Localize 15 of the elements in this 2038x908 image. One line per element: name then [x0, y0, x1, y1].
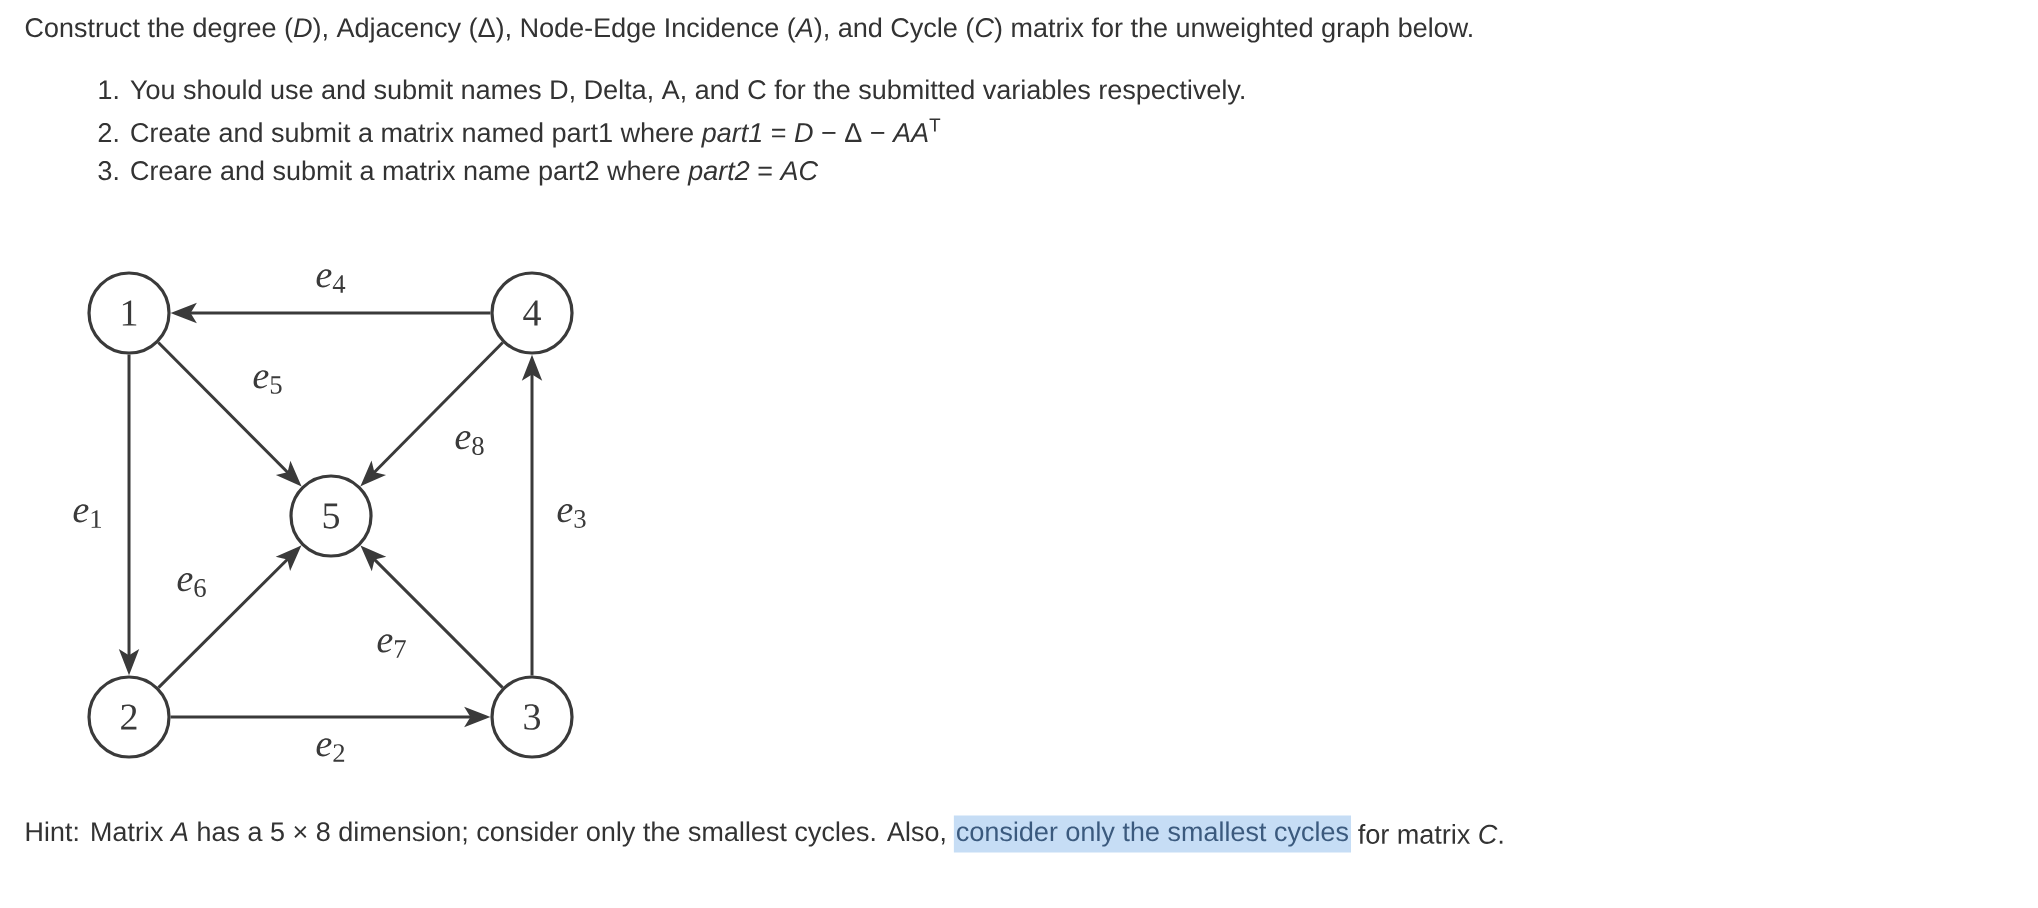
hint-text: for matrix C.: [1358, 824, 1503, 844]
highlighted-text: consider only the smallest cycles: [957, 821, 1348, 847]
edge-label: e$_{5}$: [253, 370, 282, 394]
instruction-text: 2. Create and submit a matrix named part1 where part1 = D − Δ − AA$^{T}$: [98, 118, 941, 148]
instruction-text: 1. You should use and submit names D, Delta, A, and C for the submitted variables respectively.: [99, 79, 1244, 105]
edge-label: e$_{6}$: [177, 573, 206, 597]
edge-label: e$_{3}$: [557, 504, 586, 528]
instruction-text: 3. Creare and submit a matrix name part2 where part2 = AC: [98, 160, 819, 186]
edge-label: e$_{8}$: [455, 431, 484, 455]
edge-label: e$_{4}$: [316, 269, 346, 293]
hint-text: Hint: Matrix A has a 5 × 8 dimension; consider only the smallest cycles. Also,: [26, 821, 945, 847]
instruction-text: Construct the degree (D), Adjacency (Δ), Node-Edge Incidence (A), and Cycle (C) matrix for the unweighted graph below.: [25, 17, 1472, 43]
edge-label: e$_{1}$: [73, 504, 101, 528]
edge-label: e$_{2}$: [316, 738, 345, 762]
edge-label: e$_{7}$: [377, 634, 406, 658]
